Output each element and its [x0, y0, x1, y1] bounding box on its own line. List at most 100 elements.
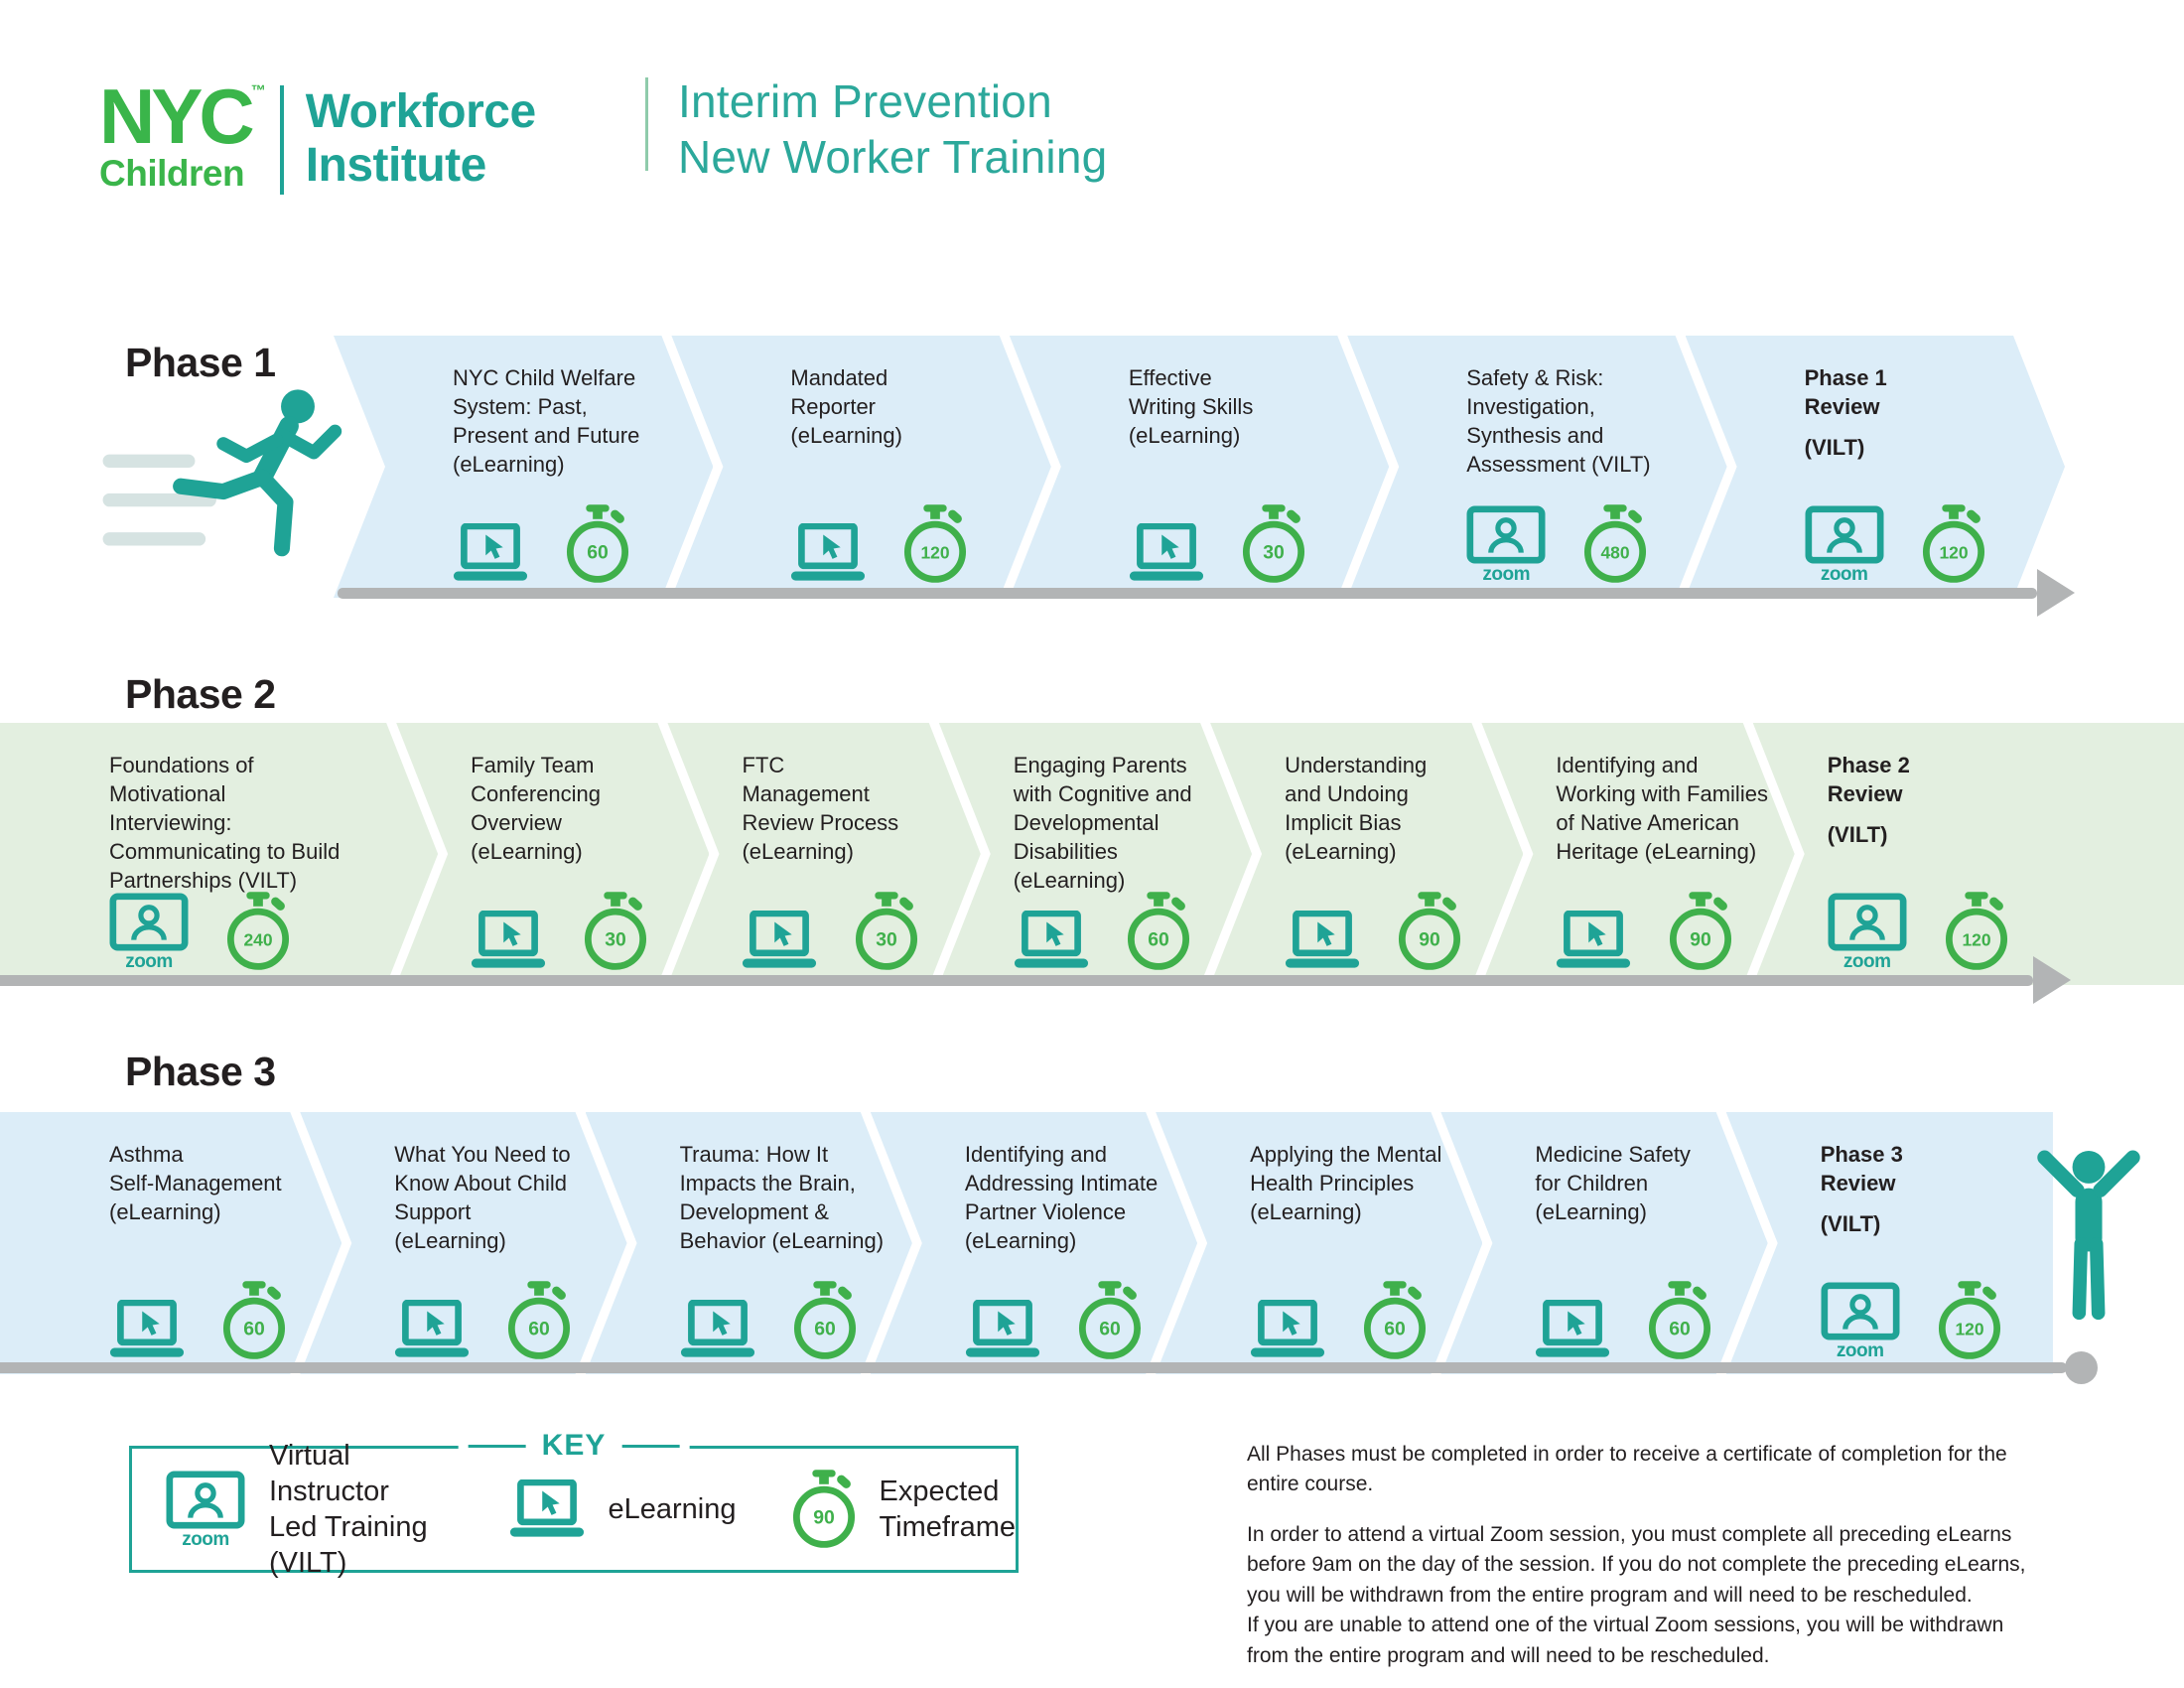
phase-1-band: NYC Child Welfare System: Past, Present … [334, 336, 2065, 598]
course-title: Phase 1 Review [1804, 365, 1887, 420]
phase-3-heading: Phase 3 [125, 1049, 276, 1094]
segment-icons: 120 [790, 504, 967, 584]
stopwatch-timer-icon: 60 [793, 1281, 857, 1360]
course-segment: Mandated Reporter (eLearning) 120 [671, 336, 1050, 598]
key-item-elearning-label: eLearning [608, 1492, 737, 1525]
phase-2-band: Foundations of Motivational Interviewing… [0, 723, 2184, 985]
segment-icons: 30 [1129, 504, 1305, 584]
stopwatch-timer-icon: 90 [1398, 892, 1461, 971]
logo-divider [279, 85, 284, 195]
course-segment: What You Need to Know About Child Suppor… [300, 1112, 626, 1374]
key-item-vilt-label: Virtual Instructor Led Training (VILT) [269, 1439, 428, 1580]
nyc-children-wordmark: NYC™ Children [99, 72, 266, 195]
elearning-laptop-icon [1250, 1300, 1325, 1360]
course-title: Engaging Parents with Cognitive and Deve… [1013, 753, 1192, 894]
course-title: Understanding and Undoing Implicit Bias … [1285, 753, 1428, 865]
course-segment: Engaging Parents with Cognitive and Deve… [939, 723, 1252, 985]
course-segment: Effective Writing Skills (eLearning) 30 [1010, 336, 1389, 598]
course-title: Foundations of Motivational Interviewing… [109, 753, 341, 894]
segment-icons: zoom 120 [1821, 1281, 2001, 1360]
course-title: Safety & Risk: Investigation, Synthesis … [1466, 365, 1651, 478]
celebrating-person-icon [2037, 1150, 2140, 1321]
stopwatch-timer-icon: 480 [1583, 504, 1647, 584]
zoom-wordmark: zoom [1843, 951, 1891, 972]
stopwatch-timer-icon: 30 [855, 892, 918, 971]
segment-icons: zoom 120 [1828, 892, 2008, 971]
elearning-laptop-icon [394, 1300, 470, 1360]
stopwatch-timer-icon: 240 [226, 892, 290, 971]
timer-minutes: 60 [587, 542, 609, 564]
course-title: Identifying and Addressing Intimate Part… [964, 1142, 1159, 1254]
stopwatch-timer-icon: 90 [792, 1470, 856, 1549]
stopwatch-timer-icon: 60 [1127, 892, 1190, 971]
phase-1-timeline-arrow [338, 588, 2037, 599]
org-line-2: Institute [305, 138, 487, 192]
completion-notes: All Phases must be completed in order to… [1247, 1440, 2071, 1688]
timer-minutes: 30 [605, 929, 626, 951]
stopwatch-timer-icon: 60 [566, 504, 629, 584]
stopwatch-timer-icon: 60 [1078, 1281, 1142, 1360]
course-title: Effective Writing Skills (eLearning) [1128, 365, 1254, 449]
key-dash-left [468, 1444, 526, 1448]
nyc-logo-text: NYC™ [99, 72, 266, 160]
timer-minutes: 240 [243, 930, 272, 950]
timer-minutes: 60 [529, 1319, 551, 1340]
elearning-laptop-icon [965, 1300, 1040, 1360]
stopwatch-timer-icon: 90 [1669, 892, 1732, 971]
course-subtitle: (VILT) [1827, 822, 1888, 848]
children-logo-text: Children [99, 152, 245, 194]
stopwatch-timer-icon: 60 [1363, 1281, 1427, 1360]
key-item-vilt: zoom Virtual Instructor Led Training (VI… [166, 1438, 454, 1582]
title-line-1: Interim Prevention [678, 75, 1052, 127]
zoom-wordmark: zoom [1820, 564, 1868, 585]
running-person-icon [102, 389, 342, 557]
elearning-key-icon-slot [509, 1478, 585, 1540]
elearning-laptop-icon [1129, 523, 1204, 584]
course-subtitle: (VILT) [1820, 1211, 1881, 1237]
stopwatch-timer-icon: 120 [1945, 892, 2008, 971]
course-title: Family Team Conferencing Overview (eLear… [471, 753, 602, 865]
timeline-end-dot [2065, 1351, 2098, 1384]
timer-minutes: 120 [1955, 1320, 1983, 1339]
timer-minutes: 60 [1099, 1319, 1121, 1340]
key-label: KEY [458, 1429, 690, 1463]
segment-icons: 30 [742, 892, 918, 971]
key-item-timeframe: 90 Expected Timeframe [792, 1470, 1016, 1549]
segment-icons: zoom 240 [109, 892, 290, 971]
course-segment: Foundations of Motivational Interviewing… [0, 723, 438, 985]
timer-minutes: 90 [1691, 929, 1712, 951]
vilt-zoom-icon: zoom [109, 893, 189, 971]
segment-icons: 60 [453, 504, 629, 584]
timer-minutes: 30 [877, 929, 898, 951]
vilt-zoom-icon: zoom [1466, 505, 1546, 584]
course-segment: Asthma Self-Management (eLearning) 60 [0, 1112, 341, 1374]
segment-icons: 60 [1014, 892, 1190, 971]
elearning-laptop-icon [109, 1300, 185, 1360]
timer-minutes: 120 [921, 543, 950, 563]
elearning-laptop-icon [790, 523, 866, 584]
course-subtitle: (VILT) [1804, 435, 1865, 461]
segment-icons: 60 [965, 1281, 1142, 1360]
course-title: FTC Management Review Process (eLearning… [742, 753, 899, 865]
zoom-wordmark: zoom [182, 1528, 229, 1550]
elearning-laptop-icon [1556, 911, 1631, 971]
course-title: NYC Child Welfare System: Past, Present … [453, 365, 640, 478]
course-title: Trauma: How It Impacts the Brain, Develo… [679, 1142, 885, 1254]
timer-minutes: 60 [1384, 1319, 1406, 1340]
course-segment: Identifying and Addressing Intimate Part… [871, 1112, 1197, 1374]
phase-1-heading: Phase 1 [125, 340, 276, 385]
timer-minutes: 60 [243, 1319, 265, 1340]
stopwatch-timer-icon: 60 [507, 1281, 571, 1360]
key-legend: KEY zoom Virtual Instructor Led Training… [129, 1429, 1019, 1579]
vilt-key-icon-slot: zoom [166, 1470, 245, 1550]
elearning-laptop-icon [471, 911, 546, 971]
elearning-laptop-icon [453, 523, 528, 584]
elearning-laptop-icon [742, 911, 817, 971]
segment-icons: 90 [1285, 892, 1461, 971]
course-segment: Medicine Safety for Children (eLearning)… [1440, 1112, 1767, 1374]
vilt-zoom-icon: zoom [1805, 505, 1884, 584]
course-title: Phase 3 Review [1820, 1142, 1903, 1196]
document-title-block: Interim Prevention New Worker Training [645, 73, 1107, 185]
course-title: Medicine Safety for Children (eLearning) [1535, 1142, 1691, 1225]
segment-icons: zoom 120 [1805, 504, 1985, 584]
